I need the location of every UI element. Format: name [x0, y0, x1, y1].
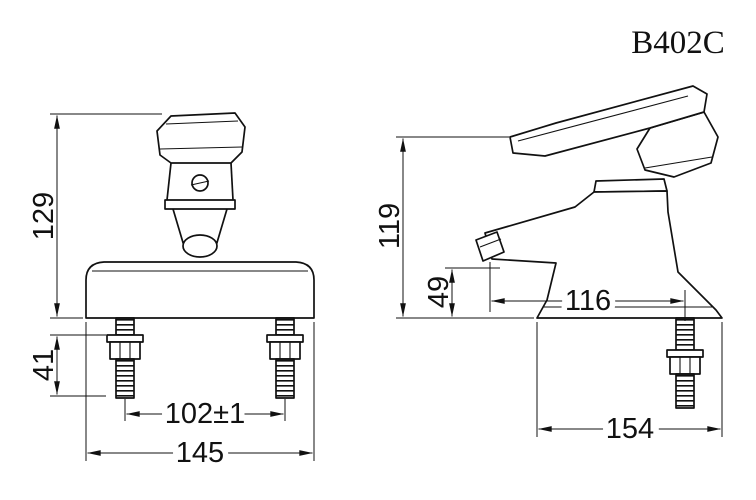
- side-view-dimensions: 119 49 116 154: [374, 136, 723, 451]
- mounting-nut: [269, 341, 301, 360]
- front-handle-side: [230, 162, 234, 201]
- model-number: B402C: [631, 25, 725, 61]
- lever-facet: [517, 95, 689, 142]
- side-handle-knob: [636, 111, 719, 178]
- dim-front-base-width: 145: [176, 437, 224, 469]
- washer: [266, 334, 304, 343]
- aerator-facet: [479, 238, 502, 248]
- front-handle-facet-line: [165, 120, 239, 125]
- front-neck-side: [215, 208, 228, 247]
- dim-front-hole-spacing: 102±1: [165, 398, 245, 430]
- front-view-dimensions: 129 41 102±1 145: [28, 113, 315, 475]
- knob-facet: [644, 156, 713, 169]
- front-view-drawing: [85, 112, 315, 399]
- front-handle-side: [166, 162, 172, 201]
- dim-front-height: 129: [28, 192, 60, 240]
- thread-shank: [275, 358, 295, 399]
- dim-front-thread-length: 41: [28, 349, 60, 381]
- front-inlet-stud-right: [266, 317, 304, 399]
- side-cartridge-band: [593, 178, 668, 193]
- dim-side-spout-reach: 116: [565, 285, 611, 317]
- side-body-and-spout: [484, 190, 723, 319]
- front-base-plate: [85, 261, 315, 319]
- front-handle-facet-line: [159, 146, 243, 150]
- mounting-nut: [669, 356, 701, 375]
- front-neck-side: [172, 208, 185, 247]
- screw-slot: [190, 180, 210, 186]
- side-view-drawing: [475, 85, 723, 409]
- front-spout-outlet: [182, 234, 218, 258]
- side-inlet-stud: [666, 317, 704, 409]
- front-collar: [164, 199, 236, 210]
- mounting-nut: [109, 341, 141, 360]
- dim-side-height: 119: [374, 203, 406, 249]
- side-aerator-tip: [475, 231, 505, 262]
- thread-shank: [675, 373, 695, 409]
- dim-side-base-depth: 154: [606, 413, 654, 445]
- front-inlet-stud-left: [106, 317, 144, 399]
- washer: [106, 334, 144, 343]
- washer: [666, 349, 704, 358]
- thread-shank: [115, 358, 135, 399]
- dim-side-spout-height: 49: [423, 276, 455, 308]
- front-handle-cap: [156, 112, 246, 164]
